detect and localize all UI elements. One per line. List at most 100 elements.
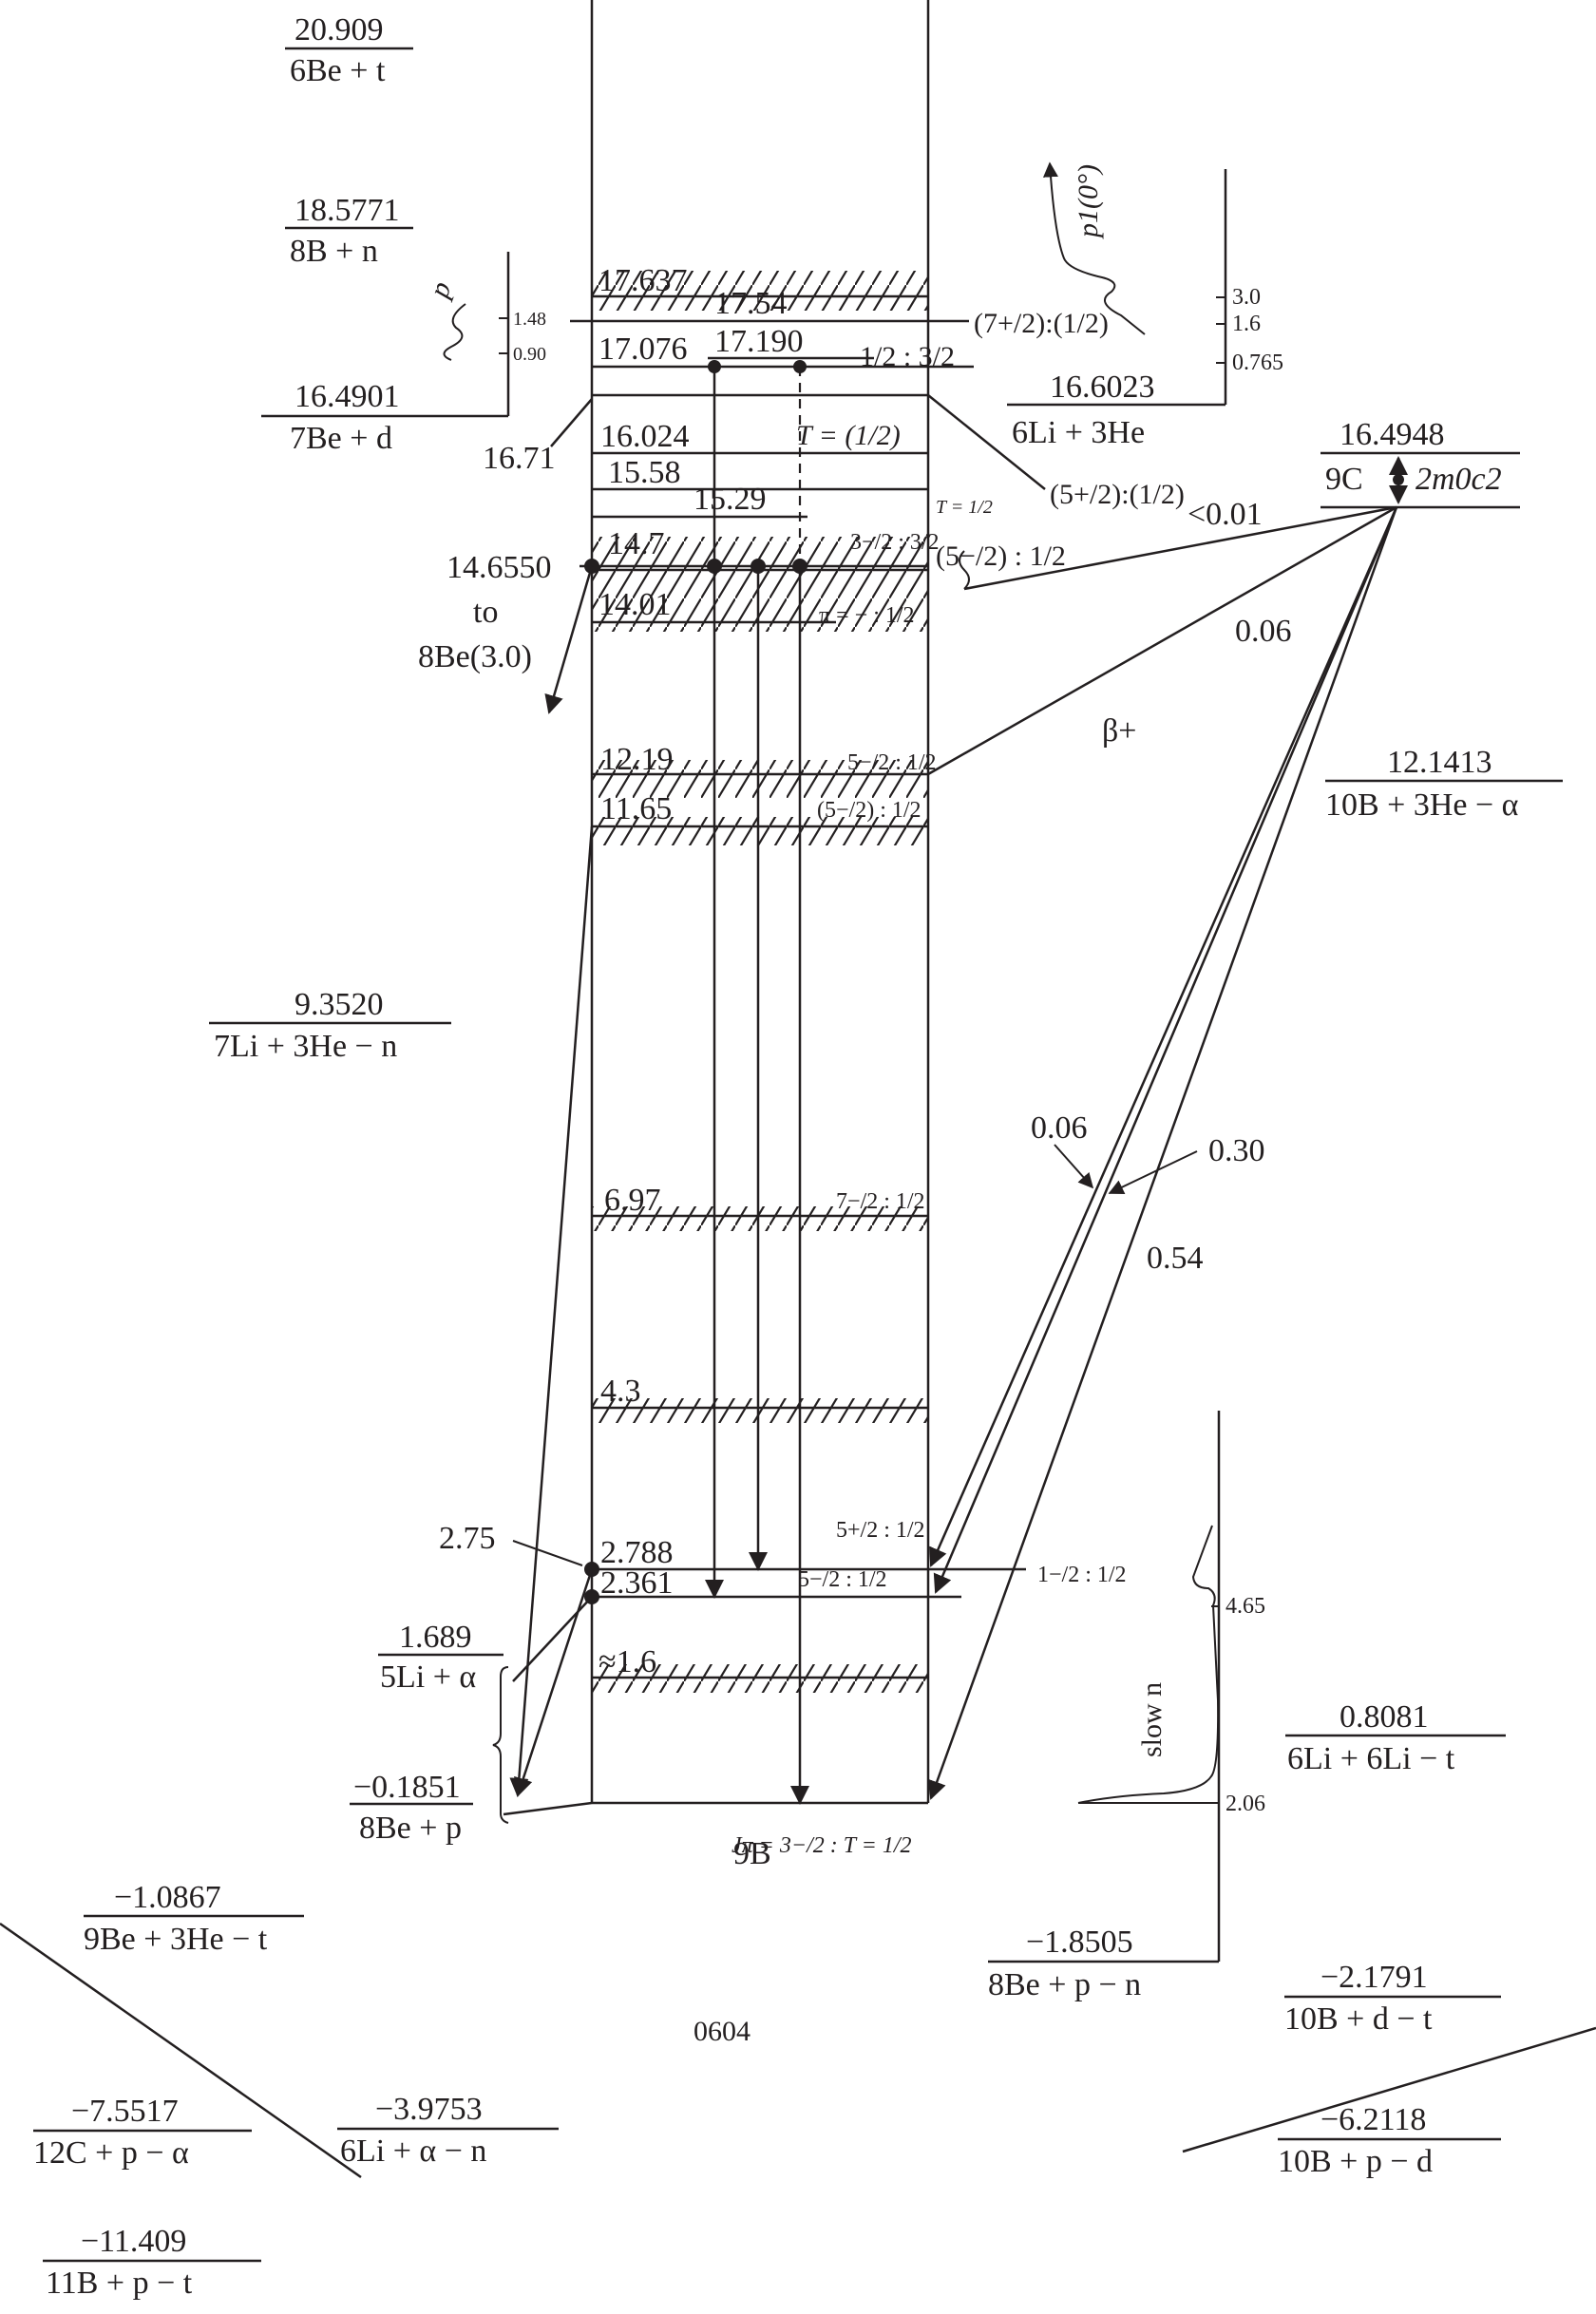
thr-channel: 5Li + α [380, 1660, 476, 1695]
thr-energy: 1.689 [399, 1620, 472, 1655]
p1-label: p1(0°) [1073, 164, 1104, 239]
thr-energy: 16.4901 [294, 379, 400, 414]
thr-channel: 8B + n [290, 234, 378, 269]
thr-channel: 11B + p − t [46, 2266, 193, 2301]
thr-energy: 12.1413 [1387, 745, 1492, 780]
level-1754: 17.54 [714, 286, 788, 321]
t-half-paren: T = (1/2) [796, 420, 901, 451]
level-1671: 16.71 [483, 441, 556, 476]
parent-energy: 16.4948 [1340, 417, 1445, 452]
thr-channel: 6Li + α − n [340, 2134, 486, 2169]
thr-energy: −2.1791 [1320, 1960, 1428, 1995]
level-2788: 2.788 [600, 1535, 674, 1570]
thr-energy: 20.909 [294, 12, 384, 47]
level-17637: 17.637 [598, 263, 688, 298]
thr-energy: −3.9753 [375, 2092, 483, 2127]
thr-energy: −7.5517 [71, 2094, 179, 2129]
jpi-1671: (5+/2):(1/2) [1050, 479, 1185, 510]
gap-label: 2m0c2 [1416, 462, 1502, 497]
sharp-levels [570, 319, 1026, 1599]
jpi-1754: (7+/2):(1/2) [974, 308, 1109, 339]
level-697: 6.97 [604, 1183, 661, 1218]
level-1219: 12.19 [600, 742, 674, 777]
p-label: p [423, 277, 458, 303]
threshold-labels: 20.909 6Be + t 18.5771 8B + n 16.4901 7B… [33, 12, 1519, 2301]
nucleus-label: 9B [733, 1836, 771, 1871]
particle-decays [492, 394, 1046, 1824]
level-8be30: 8Be(3.0) [418, 639, 532, 674]
thr-channel: 10B + d − t [1284, 2001, 1433, 2037]
broad-levels [592, 271, 928, 1693]
jpi-697: 7−/2 : 1/2 [836, 1189, 925, 1214]
level-1165: 11.65 [600, 791, 672, 826]
thr-channel: 7Li + 3He − n [214, 1029, 397, 1064]
thr-channel: 6Be + t [290, 53, 386, 88]
branch-label: 0.30 [1208, 1133, 1265, 1168]
jpi-1165: (5−/2) : 1/2 [817, 798, 922, 823]
jpi-labels: 1/2 : 3/2 (7+/2):(1/2) T = (1/2) (5+/2):… [694, 308, 1185, 2047]
level-2361: 2.361 [600, 1565, 674, 1601]
level-17190: 17.190 [714, 324, 804, 359]
parent-labels: 16.4948 9C 2m0c2 β+ <0.01 0.06 0.06 0.30… [1031, 417, 1502, 1276]
gamma-transitions [584, 360, 809, 1805]
thr-energy: 0.8081 [1340, 1699, 1429, 1735]
figure-code: 0604 [694, 2016, 750, 2047]
thr-energy: 16.6023 [1050, 370, 1155, 405]
level-16: ≈1.6 [598, 1644, 656, 1679]
jpi-17076: 1/2 : 3/2 [860, 341, 955, 372]
thr-channel: 8Be + p [359, 1811, 462, 1846]
thr-energy: −0.1851 [353, 1770, 461, 1805]
pi-minus: π = − : 1/2 [819, 603, 915, 628]
jpi-2788: 5+/2 : 1/2 [836, 1518, 925, 1543]
jpi-147a: 3−/2 : 3/2 [850, 530, 940, 555]
thr-channel: 8Be + p − n [988, 1967, 1141, 2002]
level-1529: 15.29 [694, 482, 767, 517]
parent-nucleus: 9C [1325, 462, 1363, 497]
level-labels: 17.637 17.54 17.190 17.076 16.71 16.024 … [418, 263, 804, 1679]
branch-label: 0.06 [1031, 1110, 1088, 1146]
thr-energy: −6.2118 [1320, 2102, 1426, 2137]
threshold-lines [0, 47, 1596, 2263]
branch-label: <0.01 [1188, 497, 1263, 532]
tick-label: 3.0 [1232, 285, 1261, 310]
level-1401: 14.01 [598, 587, 672, 622]
thr-energy: 18.5771 [294, 193, 400, 228]
level-to: to [473, 595, 498, 630]
thr-energy: −11.409 [81, 2224, 186, 2259]
jpi-1219: 5−/2 : 1/2 [847, 750, 937, 775]
slow-n-label: slow n [1136, 1682, 1168, 1757]
level-17076: 17.076 [598, 332, 688, 367]
thr-channel: 10B + 3He − α [1325, 787, 1519, 823]
tick-label: 1.48 [513, 309, 546, 330]
branch-label: 0.06 [1235, 614, 1292, 649]
thr-channel: 10B + p − d [1278, 2144, 1433, 2179]
t-half: T = 1/2 [936, 497, 993, 518]
jpi-right-low: 1−/2 : 1/2 [1037, 1563, 1127, 1587]
thr-energy: −1.0867 [114, 1880, 221, 1915]
tick-label: 2.06 [1226, 1792, 1265, 1816]
excitation-functions [443, 161, 1226, 1804]
thr-channel: 7Be + d [290, 421, 392, 456]
level-146550: 14.6550 [446, 550, 552, 585]
level-1558: 15.58 [608, 455, 681, 490]
jpi-147b: (5−/2) : 1/2 [936, 541, 1066, 572]
thr-energy: −1.8505 [1026, 1925, 1133, 1960]
thr-channel: 9Be + 3He − t [84, 1922, 268, 1957]
level-43: 4.3 [600, 1374, 641, 1409]
thr-channel: 6Li + 6Li − t [1287, 1741, 1455, 1776]
thr-channel: 6Li + 3He [1012, 415, 1145, 450]
level-16024: 16.024 [600, 419, 690, 454]
tick-label: 4.65 [1226, 1594, 1265, 1619]
jpi-2361: 5−/2 : 1/2 [798, 1567, 887, 1592]
beta-plus-label: β+ [1102, 713, 1136, 749]
jpi-ground: Jπ = 3−/2 : T = 1/2 [732, 1833, 912, 1858]
tick-label: 1.6 [1232, 312, 1261, 336]
tick-label: 0.90 [513, 344, 546, 365]
tick-label: 0.765 [1232, 351, 1283, 375]
thr-energy: 9.3520 [294, 987, 384, 1022]
level-275: 2.75 [439, 1521, 496, 1556]
branch-label: 0.54 [1147, 1241, 1204, 1276]
thr-channel: 12C + p − α [33, 2135, 189, 2171]
level-147: 14.7 [608, 526, 665, 561]
